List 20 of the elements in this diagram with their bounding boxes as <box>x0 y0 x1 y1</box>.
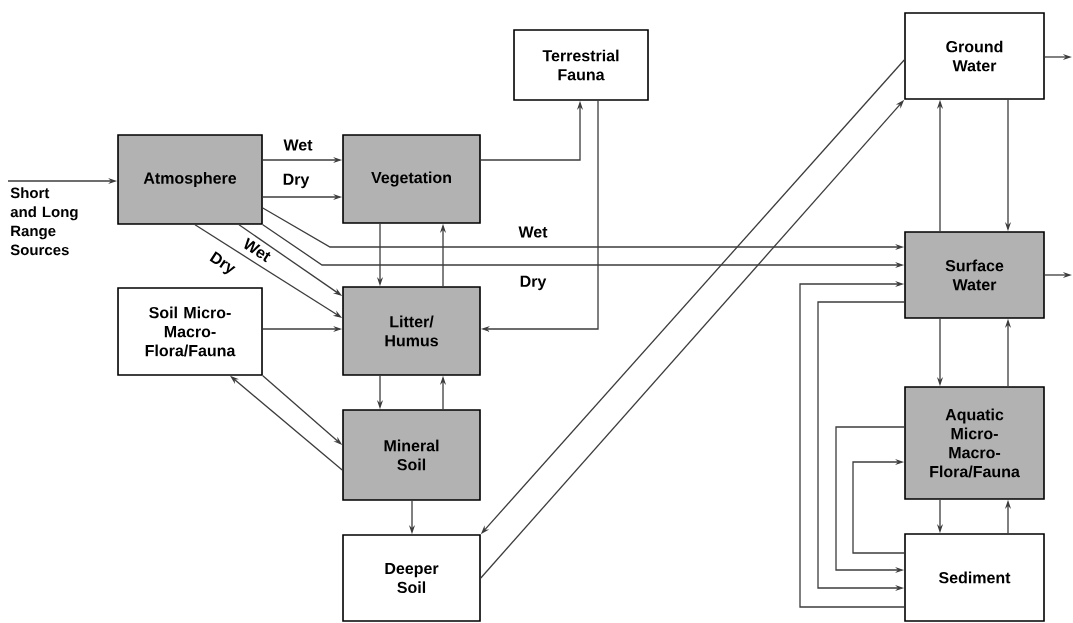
arrow <box>799 280 905 608</box>
compartment-box: Vegetation <box>342 134 481 224</box>
edge-label: Wet <box>240 236 274 264</box>
compartment-box: Sediment <box>904 533 1045 622</box>
compartment-box: Surface Water <box>904 231 1045 319</box>
edge-label: Dry <box>281 172 311 190</box>
source-text: Short and Long Range Sources <box>10 187 78 256</box>
edge-label: Dry <box>518 274 548 292</box>
compartment-box: Terrestrial Fauna <box>513 29 649 101</box>
compartment-box: Mineral Soil <box>342 409 481 501</box>
edge-label: Wet <box>517 225 549 239</box>
compartment-box: Soil Micro-Macro-Flora/Fauna <box>117 287 263 376</box>
compartment-box: Litter/ Humus <box>342 286 481 376</box>
compartment-box: Deeper Soil <box>342 534 481 622</box>
edge-label: Dry <box>205 249 239 279</box>
edge-label: Wet <box>282 138 314 152</box>
compartment-box: Aquatic Micro-Macro-Flora/Fauna <box>904 386 1045 500</box>
compartment-box: Ground Water <box>904 12 1045 100</box>
compartment-box: Atmosphere <box>117 134 263 225</box>
arrow <box>852 458 905 554</box>
